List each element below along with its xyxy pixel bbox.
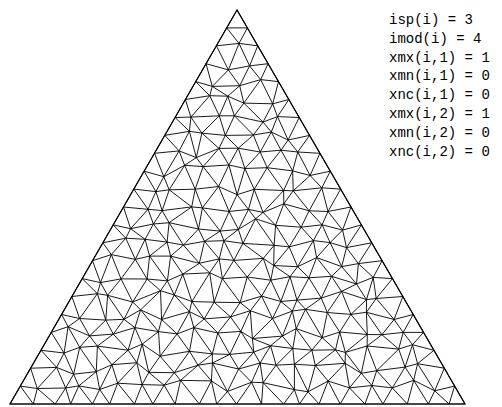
parameter-label: xmn(i,1) = 0 (389, 68, 490, 84)
parameter-label: isp(i) = 3 (389, 12, 473, 28)
parameter-label: xnc(i,1) = 0 (389, 87, 490, 103)
parameter-label: xmx(i,2) = 1 (389, 106, 490, 122)
parameter-label: imod(i) = 4 (389, 31, 481, 47)
parameter-label: xnc(i,2) = 0 (389, 144, 490, 160)
parameter-label: xmn(i,2) = 0 (389, 125, 490, 141)
parameter-label: xmx(i,1) = 1 (389, 50, 490, 66)
